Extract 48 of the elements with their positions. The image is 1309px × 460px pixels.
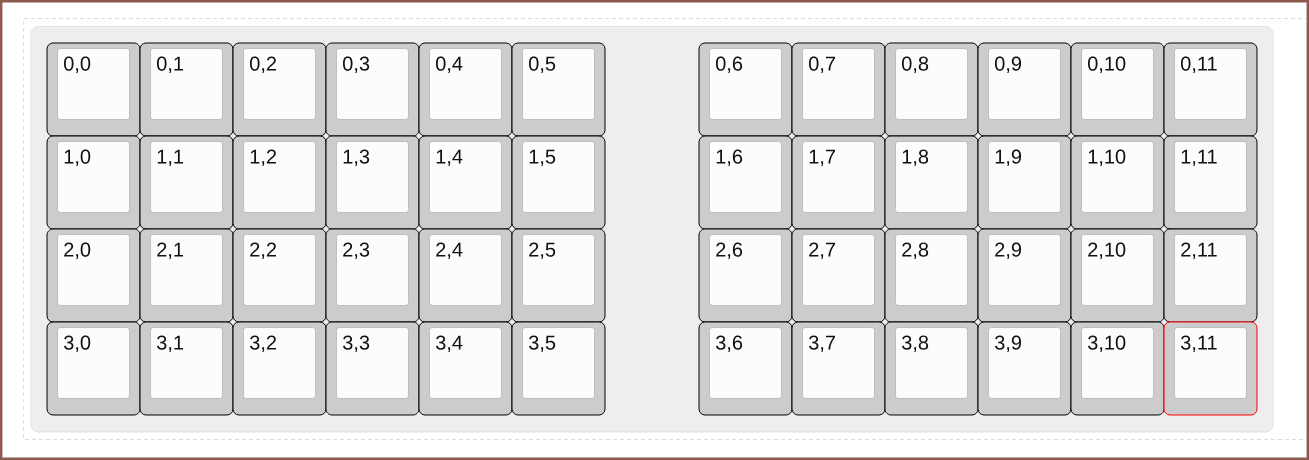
key: 0,11 bbox=[1163, 42, 1258, 137]
key: 2,0 bbox=[46, 228, 141, 323]
key: 1,8 bbox=[884, 135, 979, 230]
key: 3,11 bbox=[1163, 321, 1258, 416]
key: 0,0 bbox=[46, 42, 141, 137]
key: 3,6 bbox=[698, 321, 793, 416]
key: 0,9 bbox=[977, 42, 1072, 137]
key: 0,1 bbox=[139, 42, 234, 137]
key: 3,1 bbox=[139, 321, 234, 416]
key: 3,5 bbox=[511, 321, 606, 416]
key: 1,5 bbox=[511, 135, 606, 230]
key: 1,7 bbox=[791, 135, 886, 230]
key: 3,4 bbox=[418, 321, 513, 416]
key: 0,8 bbox=[884, 42, 979, 137]
key: 2,10 bbox=[1070, 228, 1165, 323]
key: 1,9 bbox=[977, 135, 1072, 230]
key: 2,9 bbox=[977, 228, 1072, 323]
key: 0,10 bbox=[1070, 42, 1165, 137]
key: 2,6 bbox=[698, 228, 793, 323]
key: 0,5 bbox=[511, 42, 606, 137]
key: 0,4 bbox=[418, 42, 513, 137]
key: 3,8 bbox=[884, 321, 979, 416]
key: 1,4 bbox=[418, 135, 513, 230]
key: 2,7 bbox=[791, 228, 886, 323]
key: 1,2 bbox=[232, 135, 327, 230]
key: 1,3 bbox=[325, 135, 420, 230]
key: 3,10 bbox=[1070, 321, 1165, 416]
key: 1,0 bbox=[46, 135, 141, 230]
key: 0,2 bbox=[232, 42, 327, 137]
key: 3,7 bbox=[791, 321, 886, 416]
key: 2,3 bbox=[325, 228, 420, 323]
key: 2,8 bbox=[884, 228, 979, 323]
key: 0,7 bbox=[791, 42, 886, 137]
key: 2,4 bbox=[418, 228, 513, 323]
key: 3,0 bbox=[46, 321, 141, 416]
key: 1,10 bbox=[1070, 135, 1165, 230]
key: 1,1 bbox=[139, 135, 234, 230]
key: 2,2 bbox=[232, 228, 327, 323]
key: 1,6 bbox=[698, 135, 793, 230]
key: 2,11 bbox=[1163, 228, 1258, 323]
key: 2,5 bbox=[511, 228, 606, 323]
key: 1,11 bbox=[1163, 135, 1258, 230]
key: 3,3 bbox=[325, 321, 420, 416]
key: 3,9 bbox=[977, 321, 1072, 416]
key: 2,1 bbox=[139, 228, 234, 323]
key: 0,3 bbox=[325, 42, 420, 137]
key: 0,6 bbox=[698, 42, 793, 137]
key: 3,2 bbox=[232, 321, 327, 416]
